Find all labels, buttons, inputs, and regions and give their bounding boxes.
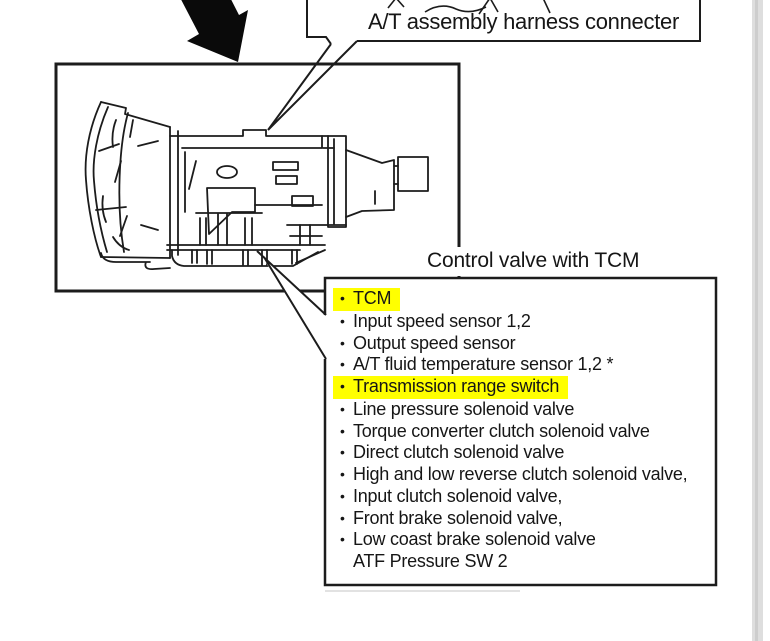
- bullet-icon: •: [340, 487, 345, 504]
- list-item-text: Input clutch solenoid valve,: [353, 485, 563, 506]
- component-list-box-fill: [326, 279, 715, 584]
- list-item-low-coast-brake-solenoid: • Low coast brake solenoid valve: [340, 529, 687, 551]
- bullet-icon: •: [340, 356, 345, 373]
- bullet-icon: •: [340, 444, 345, 461]
- component-list-box: [323, 276, 718, 587]
- leader-line-harness: [267, 40, 358, 131]
- list-item-fluid-temp-sensor: • A/T fluid temperature sensor 1,2 *: [340, 354, 687, 376]
- list-item-transmission-range-switch: • Transmission range switch: [333, 376, 687, 399]
- list-item-front-brake-solenoid: • Front brake solenoid valve,: [340, 508, 687, 530]
- list-item-text: A/T fluid temperature sensor 1,2 *: [353, 354, 614, 375]
- list-item-torque-converter-solenoid: • Torque converter clutch solenoid valve: [340, 421, 687, 443]
- bullet-icon: •: [340, 509, 345, 526]
- transmission-view-box: [54, 62, 461, 293]
- list-item-text: TCM: [353, 288, 392, 308]
- bullet-icon: •: [340, 400, 345, 417]
- list-item-direct-clutch-solenoid: • Direct clutch solenoid valve: [340, 442, 687, 464]
- list-item-text: Transmission range switch: [353, 376, 560, 396]
- control-valve-label: Control valve with TCM: [417, 247, 650, 276]
- bullet-icon: •: [340, 334, 345, 351]
- connector-sketch: [387, 0, 551, 15]
- list-item-line-pressure-solenoid: • Line pressure solenoid valve: [340, 399, 687, 421]
- list-item-text: Low coast brake solenoid valve: [353, 529, 596, 550]
- harness-callout-box: [306, 0, 701, 45]
- page-edge-strip: [752, 0, 763, 641]
- bullet-icon: •: [340, 378, 345, 394]
- list-item-text: Direct clutch solenoid valve: [353, 442, 565, 463]
- list-item-text: Line pressure solenoid valve: [353, 398, 575, 419]
- transmission-drawing: [84, 101, 429, 271]
- list-item-text: Input speed sensor 1,2: [353, 310, 531, 331]
- bullet-icon: •: [340, 466, 345, 482]
- component-list: • TCM • Input speed sensor 1,2 • Output spe…: [333, 288, 688, 573]
- harness-connector-label: A/T assembly harness connecter: [368, 9, 679, 34]
- list-item-text: High and low reverse clutch solenoid val…: [353, 464, 688, 484]
- bullet-icon: •: [340, 422, 345, 439]
- bullet-icon: •: [340, 312, 345, 329]
- list-item-input-clutch-solenoid: • Input clutch solenoid valve,: [340, 486, 687, 508]
- list-item-atf-pressure-sw2: •ATF Pressure SW 2: [340, 551, 687, 573]
- list-item-text: Front brake solenoid valve,: [353, 507, 563, 528]
- bullet-icon: •: [340, 531, 345, 548]
- list-item-text: ATF Pressure SW 2: [353, 551, 508, 571]
- list-item-output-speed-sensor: • Output speed sensor: [340, 333, 687, 355]
- down-arrow-icon: [181, 0, 248, 62]
- list-item-tcm: • TCM: [333, 288, 687, 311]
- bullet-icon: •: [340, 290, 345, 306]
- leader-line-control-valve: [256, 250, 327, 360]
- list-item-text: Torque converter clutch solenoid valve: [353, 420, 650, 441]
- list-item-text: Output speed sensor: [353, 332, 516, 353]
- list-item-high-low-reverse-solenoid: • High and low reverse clutch solenoid va…: [340, 464, 688, 486]
- list-item-input-speed-sensor: • Input speed sensor 1,2: [340, 311, 687, 333]
